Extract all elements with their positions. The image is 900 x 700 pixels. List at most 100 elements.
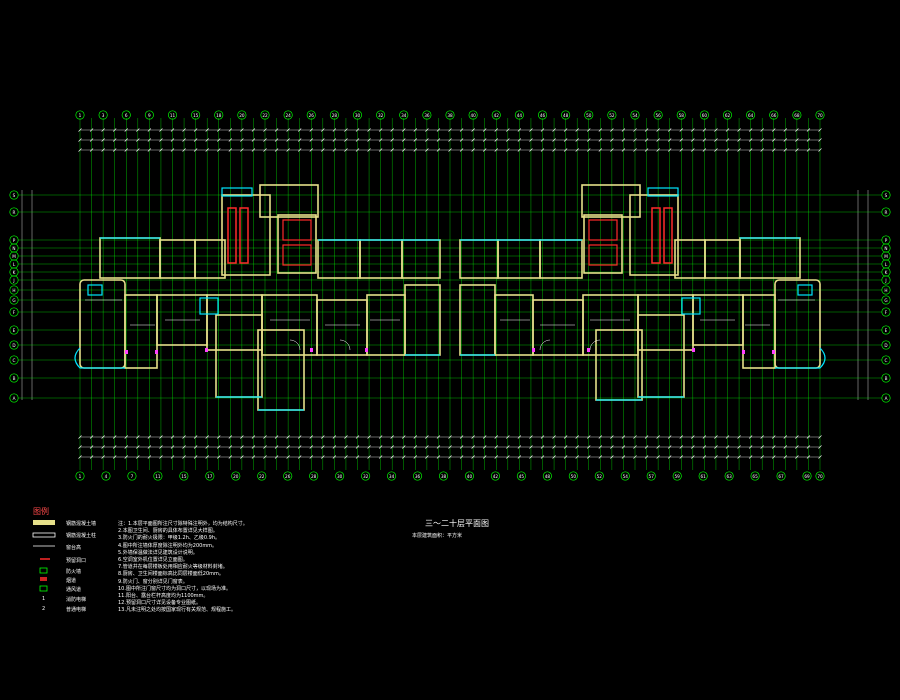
- dimension-tick: [540, 455, 545, 459]
- dimension-tick: [633, 445, 637, 449]
- axis-label: 65: [752, 474, 758, 479]
- dimension-tick: [772, 148, 776, 152]
- axis-label: G: [12, 298, 15, 303]
- dimension-tick: [402, 435, 406, 439]
- dimension-tick: [818, 148, 822, 152]
- dimension-tick: [170, 455, 175, 459]
- axis-label: 52: [609, 113, 615, 118]
- dimension-tick: [251, 128, 256, 132]
- dimension-tick: [494, 128, 498, 132]
- dimension-tick: [89, 455, 94, 459]
- legend-item-label: 预留洞口: [66, 557, 87, 564]
- dimension-tick: [425, 445, 429, 449]
- dimension-tick: [274, 148, 279, 152]
- axis-bubble-top: 28: [329, 110, 339, 120]
- dimension-tick: [517, 138, 522, 142]
- axis-label: 34: [401, 113, 407, 118]
- axis-bubble-bottom: 22: [257, 471, 267, 481]
- dimension-tick: [714, 128, 718, 132]
- axis-label: 38: [441, 474, 447, 479]
- dimension-tick: [159, 138, 163, 142]
- dimension-tick: [737, 455, 741, 459]
- dimension-tick: [390, 148, 394, 152]
- svg-text:1: 1: [42, 596, 45, 602]
- axis-bubble-top: 50: [584, 110, 594, 120]
- dimension-tick: [321, 148, 325, 152]
- axis-bubble-top: 34: [399, 110, 409, 120]
- dimension-tick: [714, 148, 718, 152]
- axis-bubble-left: A: [9, 393, 19, 403]
- axis-bubble-left: H: [9, 285, 19, 295]
- dimension-tick: [367, 138, 371, 142]
- dimension-tick: [251, 435, 256, 439]
- legend-item: 预留洞口: [60, 555, 86, 565]
- dimension-tick: [598, 455, 603, 459]
- axis-bubble-left: G: [9, 295, 19, 305]
- axis-bubble-bottom: 32: [361, 471, 371, 481]
- dimension-tick: [159, 148, 163, 152]
- dimension-tick: [529, 455, 533, 459]
- dimension-tick: [540, 138, 545, 142]
- dimension-tick: [425, 455, 429, 459]
- axis-label: 61: [700, 474, 706, 479]
- dimension-tick: [355, 445, 360, 449]
- axis-label: M: [884, 254, 888, 259]
- dimension-tick: [390, 138, 394, 142]
- dimension-tick: [89, 138, 94, 142]
- dimension-tick: [321, 445, 325, 449]
- dimension-tick: [205, 435, 209, 439]
- dimension-tick: [760, 138, 764, 142]
- dimension-tick: [529, 138, 533, 142]
- axis-bubble-top: 40: [468, 110, 478, 120]
- dimension-tick: [610, 455, 614, 459]
- dimension-tick: [147, 148, 152, 152]
- dimension-tick: [321, 455, 325, 459]
- dimension-tick: [251, 445, 256, 449]
- dimension-tick: [297, 445, 302, 449]
- dimension-tick: [760, 445, 764, 449]
- dimension-tick: [795, 128, 799, 132]
- axis-bubble-top: 18: [214, 110, 224, 120]
- axis-label: G: [884, 298, 887, 303]
- dimension-tick: [644, 128, 649, 132]
- dimension-tick: [402, 445, 406, 449]
- dimension-tick: [679, 128, 683, 132]
- axis-bubble-left: R: [9, 207, 19, 217]
- dimension-tick: [263, 128, 267, 132]
- dimension-tick: [506, 445, 510, 449]
- dimension-tick: [101, 148, 105, 152]
- dimension-tick: [309, 128, 313, 132]
- dimension-tick: [297, 435, 302, 439]
- dimension-tick: [378, 445, 383, 449]
- dimension-tick: [610, 148, 614, 152]
- dimension-tick: [390, 455, 394, 459]
- dimension-tick: [378, 138, 383, 142]
- legend-item-label: 钢筋混凝土墙: [66, 520, 97, 527]
- axis-label: L: [885, 262, 888, 267]
- dimension-tick: [806, 148, 811, 152]
- note-line: 10.图中所注门窗尺寸均为洞口尺寸，以现场为准。: [118, 585, 231, 592]
- dimension-tick: [575, 148, 579, 152]
- dimension-tick: [425, 148, 429, 152]
- axis-bubble-bottom: 45: [516, 471, 526, 481]
- dimension-tick: [610, 435, 614, 439]
- note-line: 7.管道井在每层楼板处用相应耐火等级材料封堵。: [118, 564, 228, 571]
- legend-item: 防火墙: [60, 566, 81, 576]
- dimension-tick: [529, 128, 533, 132]
- legend-item: 钢筋混凝土柱: [60, 530, 96, 540]
- axis-bubble-top: 56: [653, 110, 663, 120]
- dimension-tick: [633, 435, 637, 439]
- axis-label: 15: [193, 113, 199, 118]
- axis-bubble-right: B: [881, 373, 891, 383]
- axis-bubble-bottom: 67: [776, 471, 786, 481]
- axis-label: N: [12, 246, 15, 251]
- dimension-tick: [193, 148, 198, 152]
- axis-label: 40: [467, 474, 473, 479]
- dimension-tick: [274, 128, 279, 132]
- dimension-tick: [644, 138, 649, 142]
- axis-bubble-top: 32: [376, 110, 386, 120]
- dimension-tick: [482, 455, 487, 459]
- axis-label: 9: [148, 113, 151, 118]
- dimension-tick: [286, 445, 290, 449]
- dimension-tick: [691, 445, 695, 449]
